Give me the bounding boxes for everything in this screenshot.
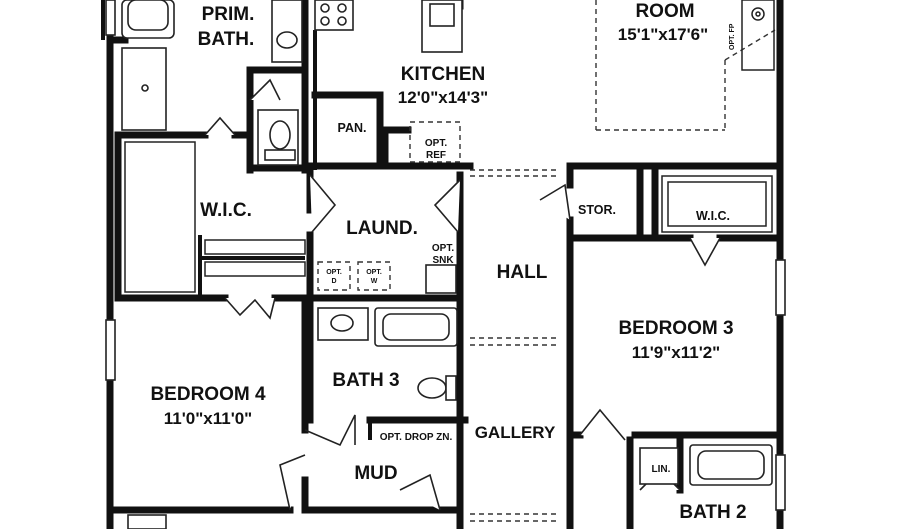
- kitchen-dims: 12'0"x14'3": [398, 88, 488, 107]
- fixtures: [121, 0, 775, 529]
- mud-label: MUD: [354, 463, 397, 484]
- openings: [409, 0, 776, 522]
- toilet-icon: [269, 120, 291, 150]
- walls: [101, 0, 784, 529]
- hall-label: HALL: [497, 262, 548, 283]
- prim-bath-label-2: BATH.: [198, 29, 255, 50]
- opt-washer: [357, 261, 391, 291]
- bath3-label: BATH 3: [332, 370, 399, 391]
- kitchen-label: KITCHEN: [401, 64, 485, 85]
- prim-bath-label-1: PRIM.: [202, 4, 255, 25]
- bath2-label: BATH 2: [679, 502, 746, 523]
- sink-icon: [276, 31, 298, 49]
- linen-label: LIN.: [652, 464, 671, 475]
- range-icon: [314, 0, 354, 31]
- opt-sink-label-2: SNK: [432, 255, 454, 266]
- bedroom3-label: BEDROOM 3: [618, 318, 733, 339]
- opt-d-label-1: OPT.: [326, 269, 342, 276]
- gallery-label: GALLERY: [475, 423, 556, 442]
- wic-bed3-label: W.I.C.: [696, 209, 730, 223]
- room-dims: 15'1"x17'6": [618, 25, 708, 44]
- room-label: ROOM: [635, 1, 694, 22]
- linen-closet: [639, 447, 679, 485]
- windows: [105, 0, 786, 511]
- opt-sink-icon: [425, 264, 457, 294]
- bedroom4-label: BEDROOM 4: [150, 384, 266, 405]
- wic-primary-label: W.I.C.: [200, 200, 252, 221]
- opt-drop-zone-label: OPT. DROP ZN.: [380, 432, 453, 443]
- opt-d-label-2: D: [331, 278, 336, 285]
- opt-fireplace-label: OPT. FP: [729, 23, 736, 50]
- opt-sink-label-1: OPT.: [432, 243, 454, 254]
- opt-w-label-2: W: [371, 278, 378, 285]
- kitchen-sink-icon: [429, 3, 455, 27]
- room-labels: PRIM. BATH. ROOM 15'1"x17'6" KITCHEN 12'…: [150, 1, 746, 523]
- bedroom3-dims: 11'9"x11'2": [632, 343, 721, 362]
- laundry-label: LAUND.: [346, 218, 418, 239]
- bedroom4-dims: 11'0"x11'0": [164, 409, 253, 428]
- bath3-sink-icon: [330, 314, 354, 332]
- bath3-toilet-icon: [417, 377, 447, 399]
- opt-dryer: [317, 261, 351, 291]
- storage-label: STOR.: [578, 203, 616, 217]
- opt-w-label-1: OPT.: [366, 269, 382, 276]
- opt-ref-label-1: OPT.: [425, 138, 447, 149]
- doors: [204, 78, 721, 511]
- opt-ref-label-2: REF: [426, 150, 446, 161]
- pantry-label: PAN.: [338, 121, 367, 135]
